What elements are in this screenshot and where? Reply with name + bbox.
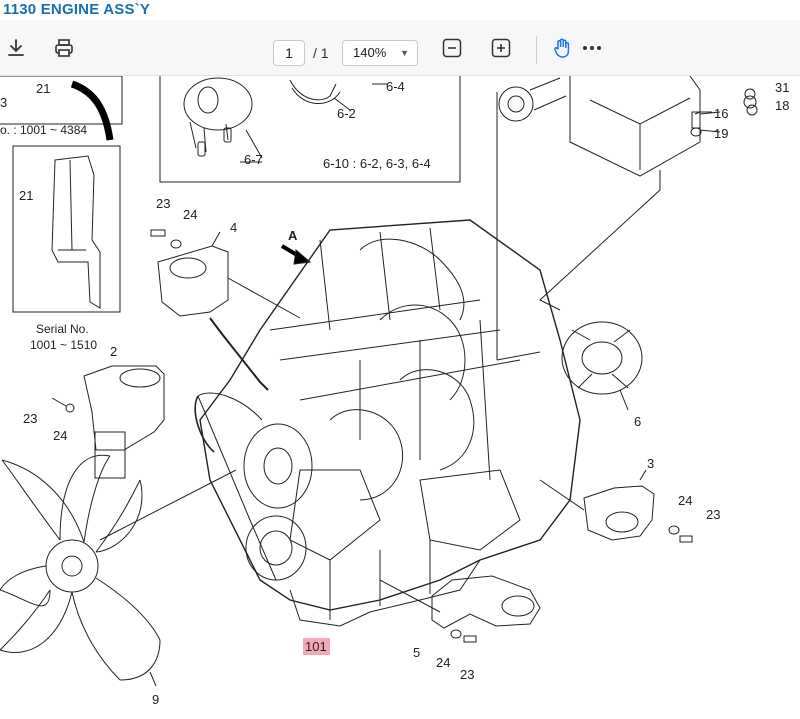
- print-icon[interactable]: [48, 32, 80, 64]
- inset-box-serial: [12, 145, 121, 313]
- coupling-hub: [183, 77, 253, 131]
- zoom-in-icon[interactable]: [485, 32, 517, 64]
- label-6-7: 6-7: [244, 152, 263, 167]
- label-6-10: 6-10 : 6-2, 6-3, 6-4: [323, 156, 431, 171]
- document-title: 1130 ENGINE ASS`Y: [0, 0, 800, 20]
- inset-box-topleft: [0, 75, 123, 125]
- label-23b: 23: [23, 411, 37, 426]
- flange: [498, 86, 534, 122]
- label-serial-no: Serial No.: [36, 322, 89, 336]
- label-4: 4: [230, 220, 237, 235]
- fan-blades: [0, 455, 161, 681]
- label-31: 31: [775, 80, 789, 95]
- label-101[interactable]: 101: [305, 639, 327, 654]
- label-3: 3: [647, 456, 654, 471]
- zoom-value: 140%: [353, 45, 387, 60]
- label-23a: 23: [156, 196, 170, 211]
- label-18: 18: [775, 98, 789, 113]
- inset-box-coupling: [159, 76, 461, 183]
- bracket-3: [583, 485, 655, 541]
- label-24d: 24: [436, 655, 450, 670]
- label-19: 19: [714, 126, 728, 141]
- label-A: A: [288, 228, 298, 243]
- oil-pan: [289, 559, 481, 627]
- zoom-out-icon[interactable]: [436, 32, 468, 64]
- pdf-toolbar: 1 / 1 140% ▼: [0, 20, 800, 76]
- engine-body: [199, 219, 581, 611]
- label-6: 6: [634, 414, 641, 429]
- label-6-2: 6-2: [337, 106, 356, 121]
- label-16: 16: [714, 106, 728, 121]
- hose-line: [70, 80, 114, 141]
- page-number-input[interactable]: 1: [273, 40, 305, 66]
- label-24a: 24: [183, 207, 197, 222]
- label-2: 2: [110, 344, 117, 359]
- label-24b: 24: [53, 428, 67, 443]
- label-serial-top: o. : 1001 ~ 4384: [0, 123, 87, 137]
- bracket-4: [157, 245, 229, 317]
- toolbar-separator: [536, 36, 537, 64]
- label-21b: 21: [19, 188, 33, 203]
- label-24c: 24: [678, 493, 692, 508]
- parts-diagram[interactable]: 21 3 o. : 1001 ~ 4384 6-4 6-2 6-7 6-10 :…: [0, 75, 800, 714]
- fan-hub: [45, 539, 99, 593]
- upper-bracket: [569, 75, 701, 177]
- label-9: 9: [152, 692, 159, 707]
- bracket-2: [83, 365, 165, 451]
- bracket-5: [431, 575, 541, 629]
- label-23d: 23: [460, 667, 474, 682]
- page-total: / 1: [313, 45, 329, 61]
- highlight-box: [303, 638, 330, 655]
- download-icon[interactable]: [0, 32, 32, 64]
- zoom-select[interactable]: 140% ▼: [342, 40, 418, 66]
- label-23c: 23: [706, 507, 720, 522]
- label-3-fragment: 3: [0, 95, 7, 110]
- crank-pulley: [243, 423, 313, 509]
- more-icon[interactable]: [576, 32, 608, 64]
- label-5: 5: [413, 645, 420, 660]
- label-21a: 21: [36, 81, 50, 96]
- bracket-21: [51, 155, 101, 309]
- label-serial-range: 1001 ~ 1510: [30, 338, 97, 352]
- coupling-6: [561, 321, 643, 395]
- label-6-4: 6-4: [386, 79, 405, 94]
- hand-tool-icon[interactable]: [546, 32, 578, 64]
- chevron-down-icon: ▼: [400, 48, 409, 58]
